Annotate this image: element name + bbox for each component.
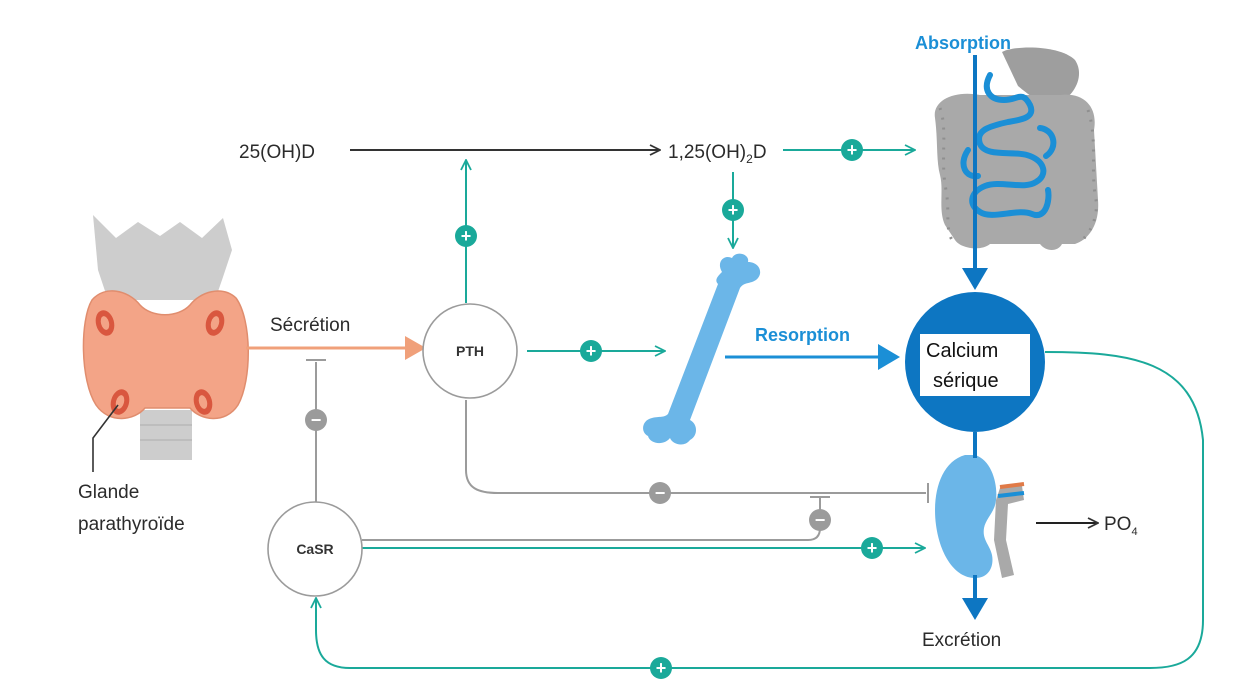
gland-label-line1: Glande — [78, 482, 139, 503]
resorption-label: Resorption — [755, 325, 850, 345]
svg-text:+: + — [867, 538, 878, 558]
minus-badge-pth-kidney: − — [649, 482, 671, 504]
absorption-arrowhead — [962, 268, 988, 290]
excretion-label-bg — [916, 624, 1028, 654]
svg-text:−: − — [815, 510, 826, 530]
svg-text:−: − — [311, 410, 322, 430]
calcium-node: Calcium sérique — [905, 292, 1045, 432]
minus-badge-casr-kidney: − — [809, 509, 831, 531]
pth-label: PTH — [456, 343, 484, 359]
svg-text:+: + — [847, 140, 858, 160]
secretion-label: Sécrétion — [270, 315, 350, 336]
secretion-label-bg — [268, 313, 376, 339]
casr-node: CaSR — [267, 501, 363, 597]
pth-node: PTH — [422, 303, 518, 399]
bone-illustration — [643, 253, 761, 445]
d25-label: 25(OH)D — [239, 142, 315, 163]
intestine-illustration — [934, 47, 1099, 250]
d125-label: 1,25(OH)2D — [668, 142, 767, 166]
calcium-label-line1: Calcium — [926, 340, 998, 362]
secretion-arrowhead — [405, 336, 426, 360]
resorption-arrowhead — [878, 344, 900, 370]
plus-badge-vitd-intestine: + — [841, 139, 863, 161]
minus-badge-casr-pth: − — [305, 409, 327, 431]
excretion-label: Excrétion — [922, 630, 1001, 651]
plus-badge-feedback: + — [650, 657, 672, 679]
plus-badge-vitd-bone: + — [722, 199, 744, 221]
svg-text:+: + — [586, 341, 597, 361]
casr-label: CaSR — [296, 541, 333, 557]
absorption-label: Absorption — [915, 33, 1011, 53]
gland-label-line2: parathyroïde — [78, 514, 185, 535]
pth-kidney-inhibition-line — [465, 400, 926, 494]
svg-text:+: + — [656, 658, 667, 678]
kidney-illustration — [935, 455, 1025, 578]
svg-text:+: + — [728, 200, 739, 220]
svg-text:−: − — [655, 483, 666, 503]
plus-badge-casr-kidney: + — [861, 537, 883, 559]
calcium-label-line2: sérique — [933, 370, 999, 392]
plus-badge-pth-bone: + — [580, 340, 602, 362]
svg-text:+: + — [461, 226, 472, 246]
plus-badge-pth-activation: + — [455, 225, 477, 247]
thyroid-illustration — [82, 215, 249, 472]
po4-label: PO4 — [1104, 514, 1138, 538]
casr-kidney-inhibition-line — [362, 498, 821, 541]
calcium-casr-feedback-loop — [316, 351, 1204, 669]
excretion-arrowhead — [962, 598, 988, 620]
